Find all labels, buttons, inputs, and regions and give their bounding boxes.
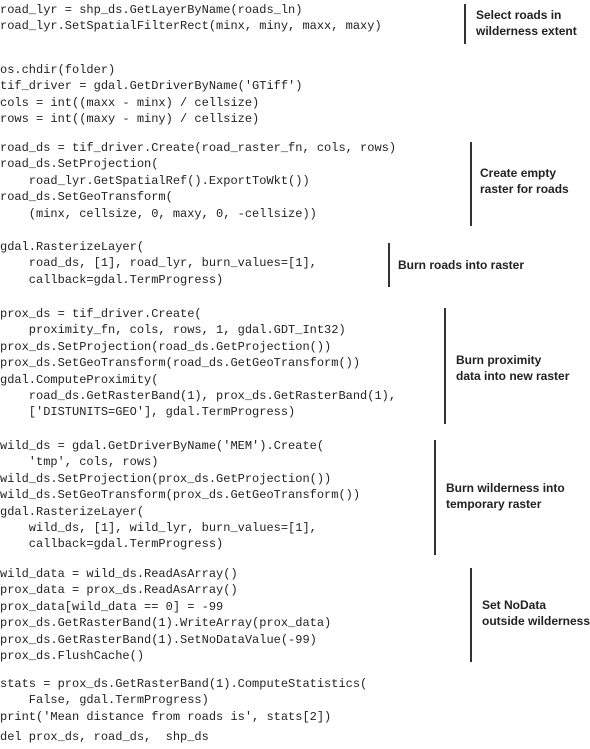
- annotation-set-nodata: Set NoData outside wilderness: [482, 598, 590, 628]
- code-block-proximity: prox_ds = tif_driver.Create( proximity_f…: [0, 307, 397, 420]
- code-block-create-road-raster: road_ds = tif_driver.Create(road_raster_…: [0, 141, 397, 221]
- annotation-create-raster: Create empty raster for roads: [480, 166, 569, 196]
- code-block-rasterize-roads: gdal.RasterizeLayer( road_ds, [1], road_…: [0, 240, 317, 287]
- annotation-bracket: [470, 568, 472, 662]
- code-block-cleanup: del prox_ds, road_ds, shp_ds: [0, 730, 209, 744]
- annotation-select-roads: Select roads in wilderness extent: [476, 8, 577, 38]
- code-block-wilderness: wild_ds = gdal.GetDriverByName('MEM').Cr…: [0, 439, 361, 552]
- annotation-burn-proximity: Burn proximity data into new raster: [456, 353, 570, 383]
- code-block-select-roads: road_lyr = shp_ds.GetLayerByName(roads_l…: [0, 3, 382, 34]
- annotation-bracket: [470, 142, 472, 226]
- code-block-setup-raster: os.chdir(folder) tif_driver = gdal.GetDr…: [0, 63, 303, 127]
- annotation-burn-roads: Burn roads into raster: [398, 258, 525, 272]
- annotation-bracket: [434, 440, 436, 555]
- annotation-bracket: [464, 4, 466, 44]
- annotation-bracket: [444, 308, 446, 424]
- annotation-burn-wilderness: Burn wilderness into temporary raster: [446, 481, 565, 511]
- annotation-bracket: [388, 243, 390, 287]
- code-block-nodata: wild_data = wild_ds.ReadAsArray() prox_d…: [0, 567, 332, 664]
- code-block-statistics: stats = prox_ds.GetRasterBand(1).Compute…: [0, 677, 368, 724]
